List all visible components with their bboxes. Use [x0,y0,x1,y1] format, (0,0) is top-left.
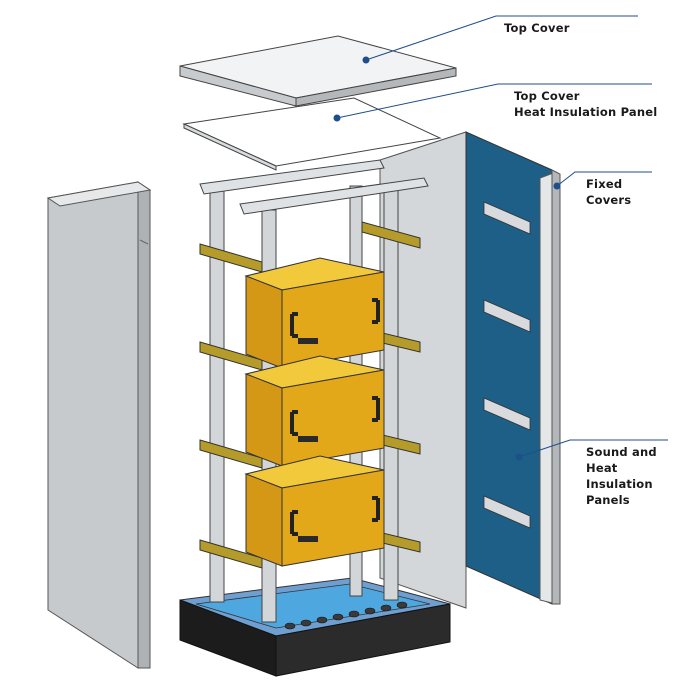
leader-fixed-covers [556,171,652,187]
leader-lines [336,15,668,458]
label-sound-panels-line1: Sound and [586,445,657,459]
tray-handle-left [290,510,298,536]
dot-heat-panel [333,114,341,122]
tray-handle-right [372,496,380,522]
equipment-tray [244,455,385,567]
label-fixed-covers-line1: Fixed [586,177,623,191]
sound-insulation-panel [465,131,553,605]
top-cover [179,35,457,107]
equipment-tray [244,257,385,369]
dot-top-cover [362,56,370,64]
label-sound-panels-line2: Heat [586,461,618,475]
tray-handle-left [290,312,298,338]
label-fixed-covers-line2: Covers [586,193,632,207]
tray-handle-right [372,396,380,422]
label-heat-panel: Top Cover Heat Insulation Panel [514,88,657,120]
equipment-tray [244,355,385,467]
label-sound-panels-line3: Insulation [586,477,653,491]
tray-handle-right [372,298,380,324]
label-fixed-covers: Fixed Covers [586,176,631,208]
cabinet-base [179,577,451,677]
label-top-cover: Top Cover [504,20,570,36]
heat-insulation-panel [182,97,442,171]
top-frame-rails [199,159,429,215]
fixed-cover-front [539,169,561,605]
leader-top-cover [365,15,638,61]
dot-sound-panels [515,453,523,461]
left-side-panel [46,181,152,669]
label-heat-panel-line1: Top Cover [514,89,580,103]
leader-dots [333,56,561,461]
label-sound-panels-line4: Panels [586,493,630,507]
label-sound-panels: Sound and Heat Insulation Panels [586,444,657,508]
dot-fixed-covers [553,182,561,190]
leader-heat-panel [336,83,652,119]
tray-handle-left [290,410,298,436]
label-top-cover-line1: Top Cover [504,21,570,35]
leader-sound-panels [518,439,668,458]
label-heat-panel-line2: Heat Insulation Panel [514,105,658,119]
equipment-trays [244,257,385,567]
